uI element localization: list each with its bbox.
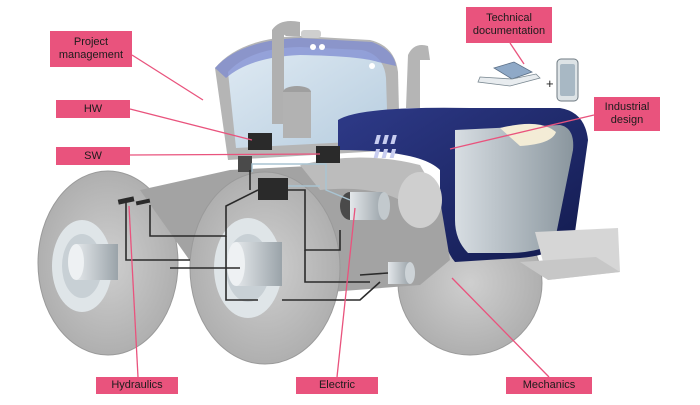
leader-electric [336, 207, 356, 378]
laptop-icon [477, 61, 541, 87]
leader-project-management [131, 54, 204, 101]
leader-hydraulics [128, 205, 139, 378]
hood [338, 107, 588, 262]
control-units [238, 133, 340, 200]
plus-sign: + [546, 76, 554, 91]
label-mechanics: Mechanics [506, 377, 592, 394]
wiring-light [251, 163, 351, 201]
wiring [125, 170, 389, 301]
label-electric: Electric [296, 377, 378, 394]
hub-cylinders [68, 192, 415, 286]
label-sw: SW [56, 147, 130, 165]
label-industrial-design: Industrial design [594, 97, 660, 131]
front-weight [520, 228, 620, 280]
label-technical-documentation: Technical documentation [466, 7, 552, 43]
label-hydraulics: Hydraulics [96, 377, 178, 394]
exhaust-pipes [272, 21, 430, 138]
label-project-management: Project management [50, 31, 132, 67]
leader-sw [129, 153, 321, 156]
leader-industrial-design [449, 114, 595, 150]
leader-hw [129, 108, 253, 141]
label-hw: HW [56, 100, 130, 118]
hydraulic-connectors [117, 196, 151, 206]
leader-technical-documentation [509, 42, 525, 65]
tablet-icon [556, 58, 579, 102]
leader-mechanics [451, 277, 550, 378]
leader-lines [128, 42, 595, 378]
